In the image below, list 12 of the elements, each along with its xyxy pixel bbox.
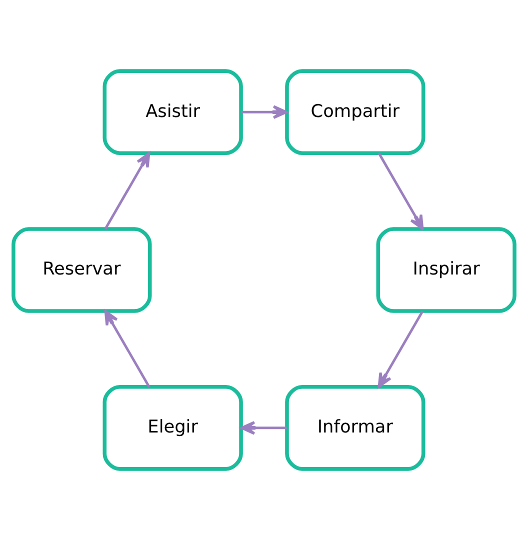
arrow: [378, 310, 424, 388]
arrow: [378, 152, 424, 230]
node-box: Informar: [285, 384, 426, 470]
arrow: [104, 310, 150, 387]
arrow: [241, 104, 288, 119]
arrow: [240, 420, 287, 434]
arrow: [104, 152, 150, 230]
node-box: Elegir: [102, 384, 243, 470]
node-box: Inspirar: [376, 226, 516, 312]
node-box: Reservar: [12, 226, 152, 312]
node-box: Compartir: [285, 68, 426, 155]
node-box: Asistir: [102, 68, 243, 155]
